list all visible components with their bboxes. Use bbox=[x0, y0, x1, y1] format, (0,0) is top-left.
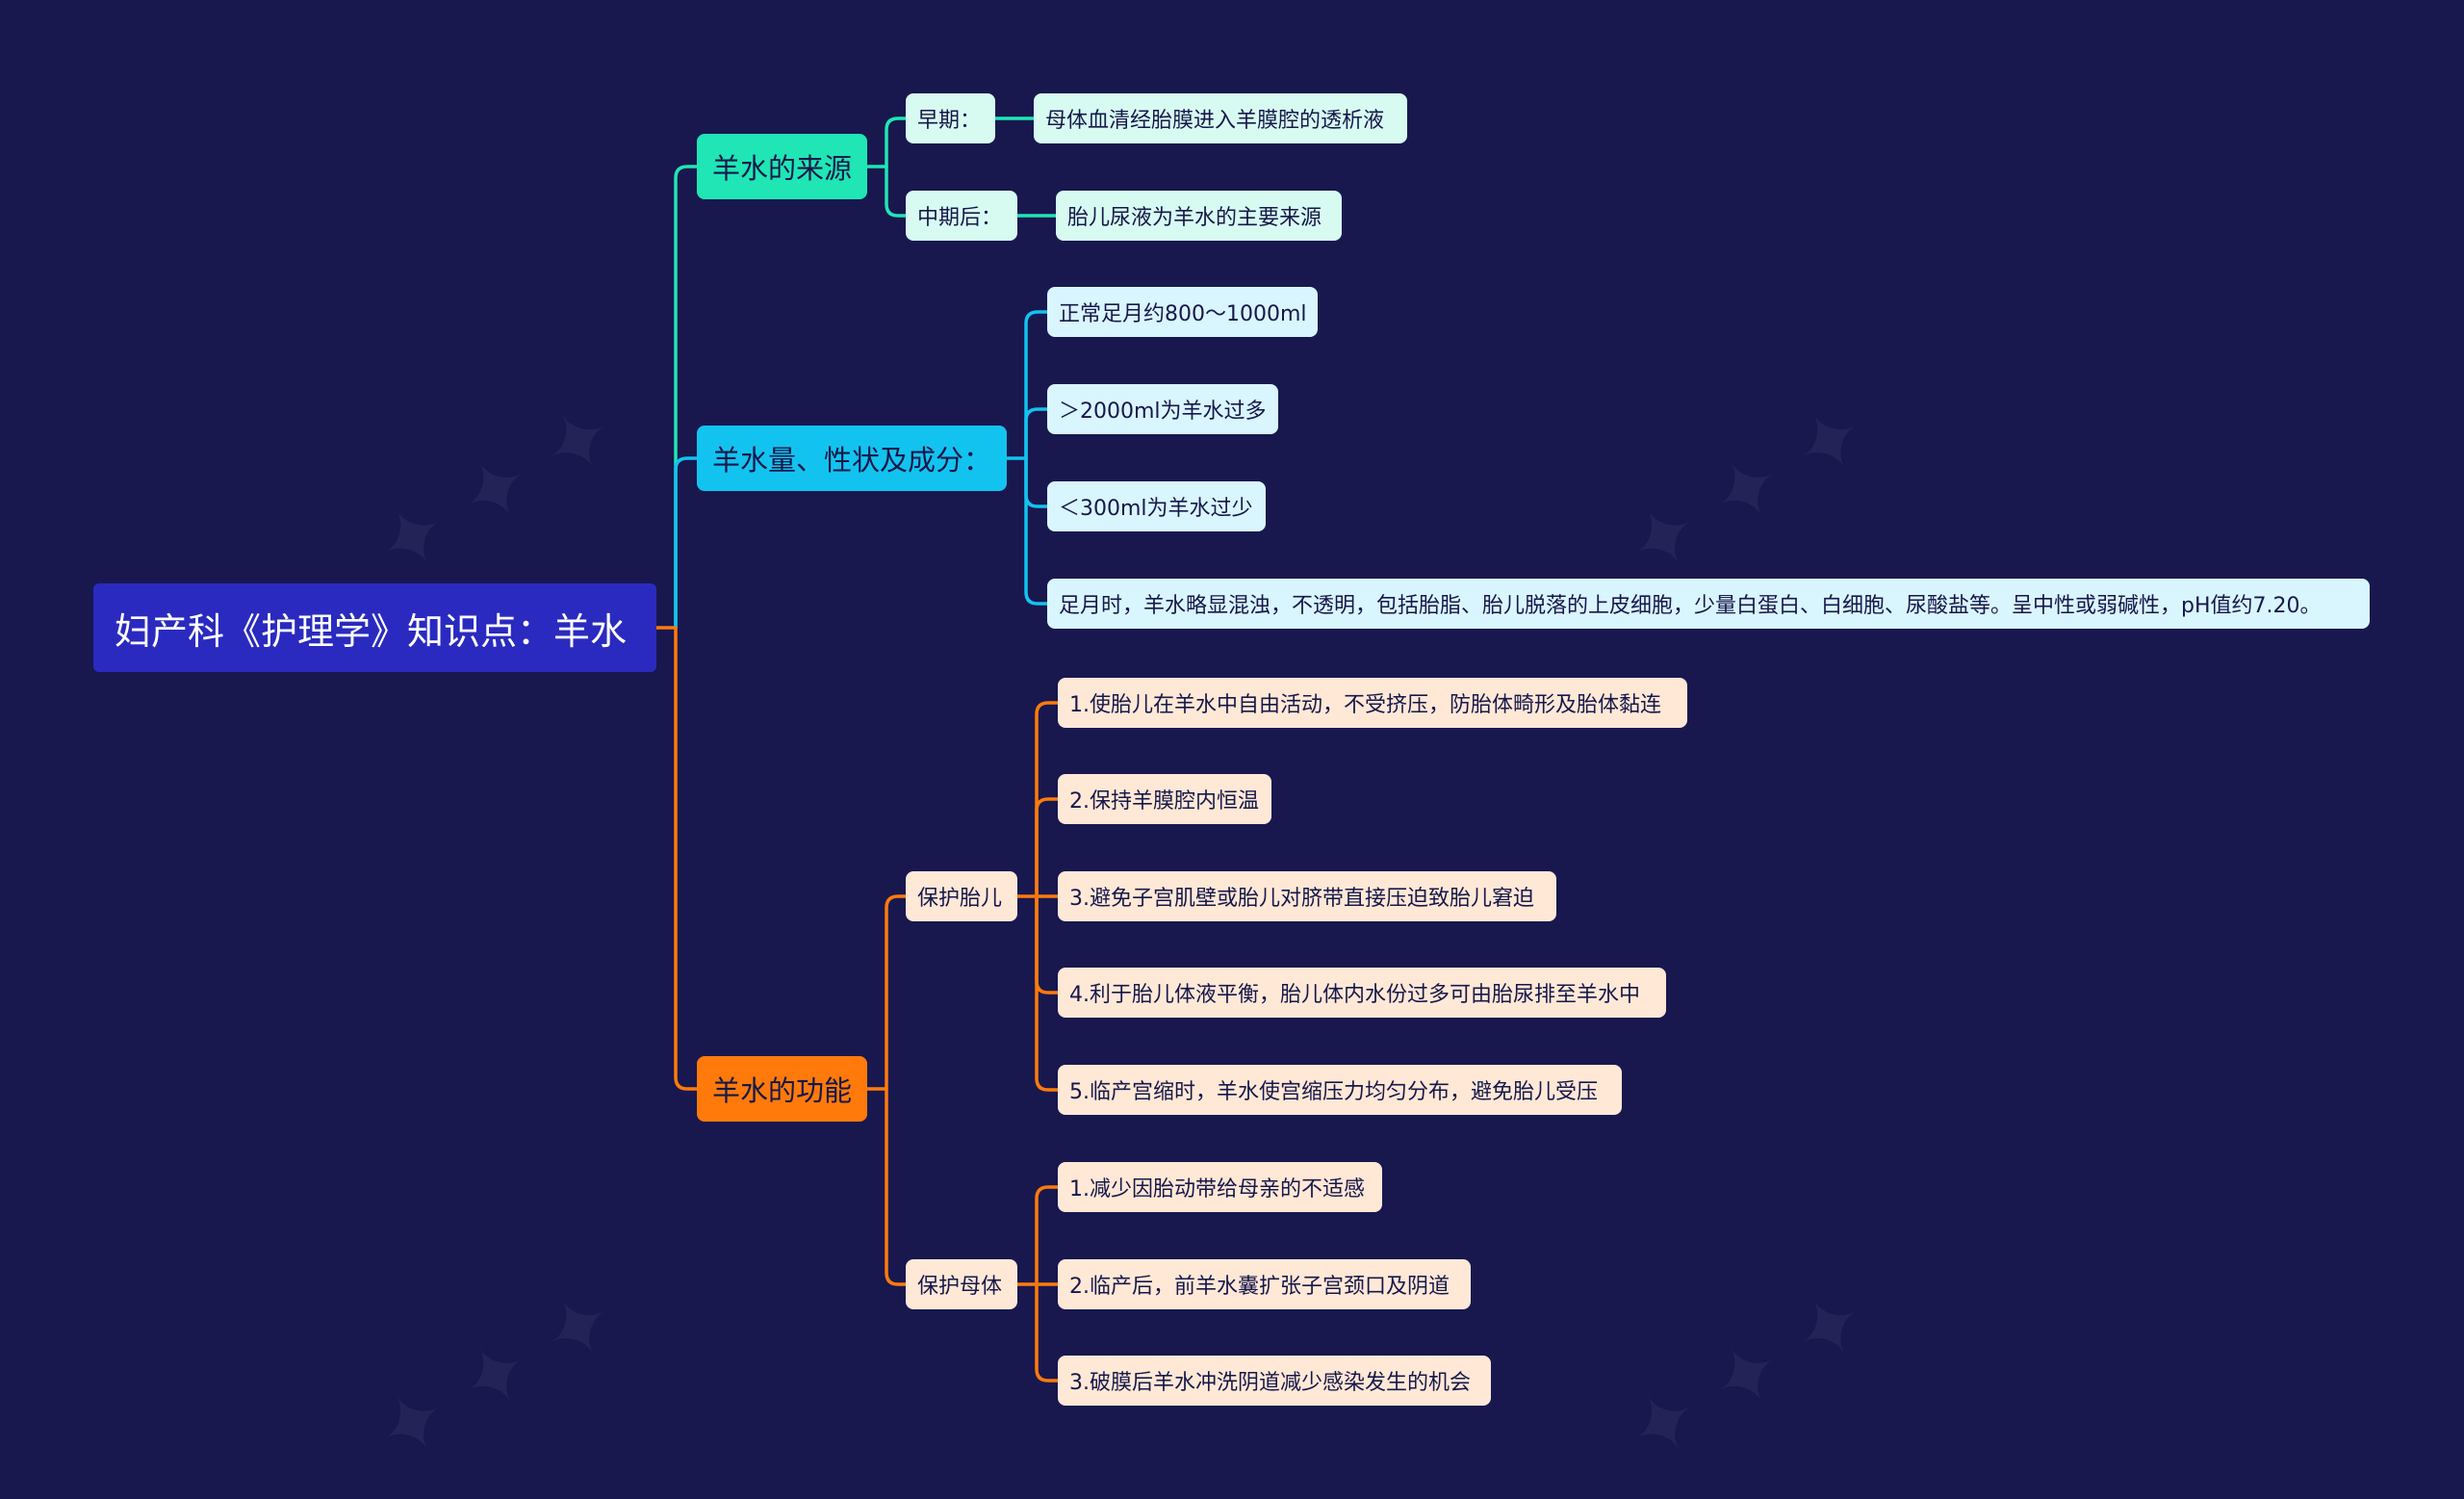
root-title: 妇产科《护理学》知识点：羊水 bbox=[115, 609, 628, 653]
mother-function-item[interactable]: 2.临产后，前羊水囊扩张子宫颈口及阴道 bbox=[1058, 1259, 1471, 1309]
node-label: 1.使胎儿在羊水中自由活动，不受挤压，防胎体畸形及胎体黏连 bbox=[1069, 693, 1661, 717]
node-label: 4.利于胎儿体液平衡，胎儿体内水份过多可由胎尿排至羊水中 bbox=[1069, 983, 1640, 1007]
fetus-function-item[interactable]: 1.使胎儿在羊水中自由活动，不受挤压，防胎体畸形及胎体黏连 bbox=[1058, 678, 1687, 728]
node-label: 3.破膜后羊水冲洗阴道减少感染发生的机会 bbox=[1069, 1371, 1471, 1395]
node-label: 1.减少因胎动带给母亲的不适感 bbox=[1069, 1177, 1365, 1202]
volume-children-line bbox=[1024, 407, 1049, 460]
branch-label: 羊水的功能 bbox=[712, 1074, 853, 1107]
character-description-item[interactable]: 足月时，羊水略显混浊，不透明，包括胎脂、胎儿脱落的上皮细胞，少量白蛋白、白细胞、… bbox=[1047, 579, 2370, 629]
volume-normal-item[interactable]: 正常足月约800～1000ml bbox=[1047, 287, 1318, 337]
branch-label: 羊水的来源 bbox=[712, 152, 853, 185]
protect-mother-node[interactable]: 保护母体 bbox=[906, 1259, 1017, 1309]
branch-amniotic-function[interactable]: 羊水的功能 bbox=[697, 1056, 867, 1122]
node-label: 2.保持羊膜腔内恒温 bbox=[1069, 789, 1259, 814]
source-early-detail[interactable]: 母体血清经胎膜进入羊膜腔的透析液 bbox=[1034, 93, 1407, 143]
fetus-children-line bbox=[1035, 701, 1060, 898]
source-children-line bbox=[885, 116, 908, 168]
fetus-children-line bbox=[1035, 894, 1060, 995]
node-label: 早期： bbox=[917, 109, 982, 133]
fetus-function-item[interactable]: 3.避免子宫肌壁或胎儿对脐带直接压迫致胎儿窘迫 bbox=[1058, 871, 1556, 921]
root-to-function-line bbox=[674, 626, 699, 1091]
node-label: 中期后： bbox=[917, 206, 1003, 230]
node-label: 正常足月约800～1000ml bbox=[1059, 302, 1307, 326]
node-label: 保护胎儿 bbox=[917, 887, 1003, 911]
root-to-volume-line bbox=[674, 456, 699, 630]
node-label: 保护母体 bbox=[917, 1275, 1003, 1299]
node-label: 足月时，羊水略显混浊，不透明，包括胎脂、胎儿脱落的上皮细胞，少量白蛋白、白细胞、… bbox=[1059, 594, 2322, 618]
node-label: ＜300ml为羊水过少 bbox=[1059, 497, 1253, 521]
protect-fetus-node[interactable]: 保护胎儿 bbox=[906, 871, 1017, 921]
node-label: ＞2000ml为羊水过多 bbox=[1059, 400, 1267, 424]
function-children-line bbox=[885, 1087, 908, 1286]
fetus-children-line bbox=[1035, 894, 1060, 1092]
volume-deficit-item[interactable]: ＜300ml为羊水过少 bbox=[1047, 481, 1266, 531]
source-mid-detail[interactable]: 胎儿尿液为羊水的主要来源 bbox=[1056, 191, 1342, 241]
mother-function-item[interactable]: 1.减少因胎动带给母亲的不适感 bbox=[1058, 1162, 1382, 1212]
fetus-function-item[interactable]: 2.保持羊膜腔内恒温 bbox=[1058, 774, 1271, 824]
node-label: 母体血清经胎膜进入羊膜腔的透析液 bbox=[1045, 109, 1385, 133]
mother-children-line bbox=[1035, 1282, 1060, 1383]
volume-children-line bbox=[1024, 310, 1049, 460]
source-children-line bbox=[885, 165, 908, 218]
volume-excess-item[interactable]: ＞2000ml为羊水过多 bbox=[1047, 384, 1278, 434]
fetus-function-item[interactable]: 5.临产宫缩时，羊水使宫缩压力均匀分布，避免胎儿受压 bbox=[1058, 1065, 1622, 1115]
branch-label: 羊水量、性状及成分： bbox=[712, 444, 992, 477]
node-label: 3.避免子宫肌壁或胎儿对脐带直接压迫致胎儿窘迫 bbox=[1069, 887, 1534, 911]
source-mid-node[interactable]: 中期后： bbox=[906, 191, 1017, 241]
mother-function-item[interactable]: 3.破膜后羊水冲洗阴道减少感染发生的机会 bbox=[1058, 1356, 1491, 1406]
source-early-node[interactable]: 早期： bbox=[906, 93, 995, 143]
node-label: 2.临产后，前羊水囊扩张子宫颈口及阴道 bbox=[1069, 1275, 1450, 1299]
fetus-function-item[interactable]: 4.利于胎儿体液平衡，胎儿体内水份过多可由胎尿排至羊水中 bbox=[1058, 968, 1666, 1018]
node-label: 5.临产宫缩时，羊水使宫缩压力均匀分布，避免胎儿受压 bbox=[1069, 1080, 1598, 1104]
root-node[interactable]: 妇产科《护理学》知识点：羊水 bbox=[93, 583, 656, 672]
volume-children-line bbox=[1024, 456, 1049, 508]
branch-volume-composition[interactable]: 羊水量、性状及成分： bbox=[697, 426, 1007, 491]
node-label: 胎儿尿液为羊水的主要来源 bbox=[1067, 206, 1322, 230]
fetus-children-line bbox=[1035, 797, 1060, 898]
function-children-line bbox=[885, 894, 908, 1091]
branch-amniotic-source[interactable]: 羊水的来源 bbox=[697, 134, 867, 199]
root-to-source-line bbox=[674, 165, 699, 630]
volume-children-line bbox=[1024, 456, 1049, 606]
mother-children-line bbox=[1035, 1185, 1060, 1286]
